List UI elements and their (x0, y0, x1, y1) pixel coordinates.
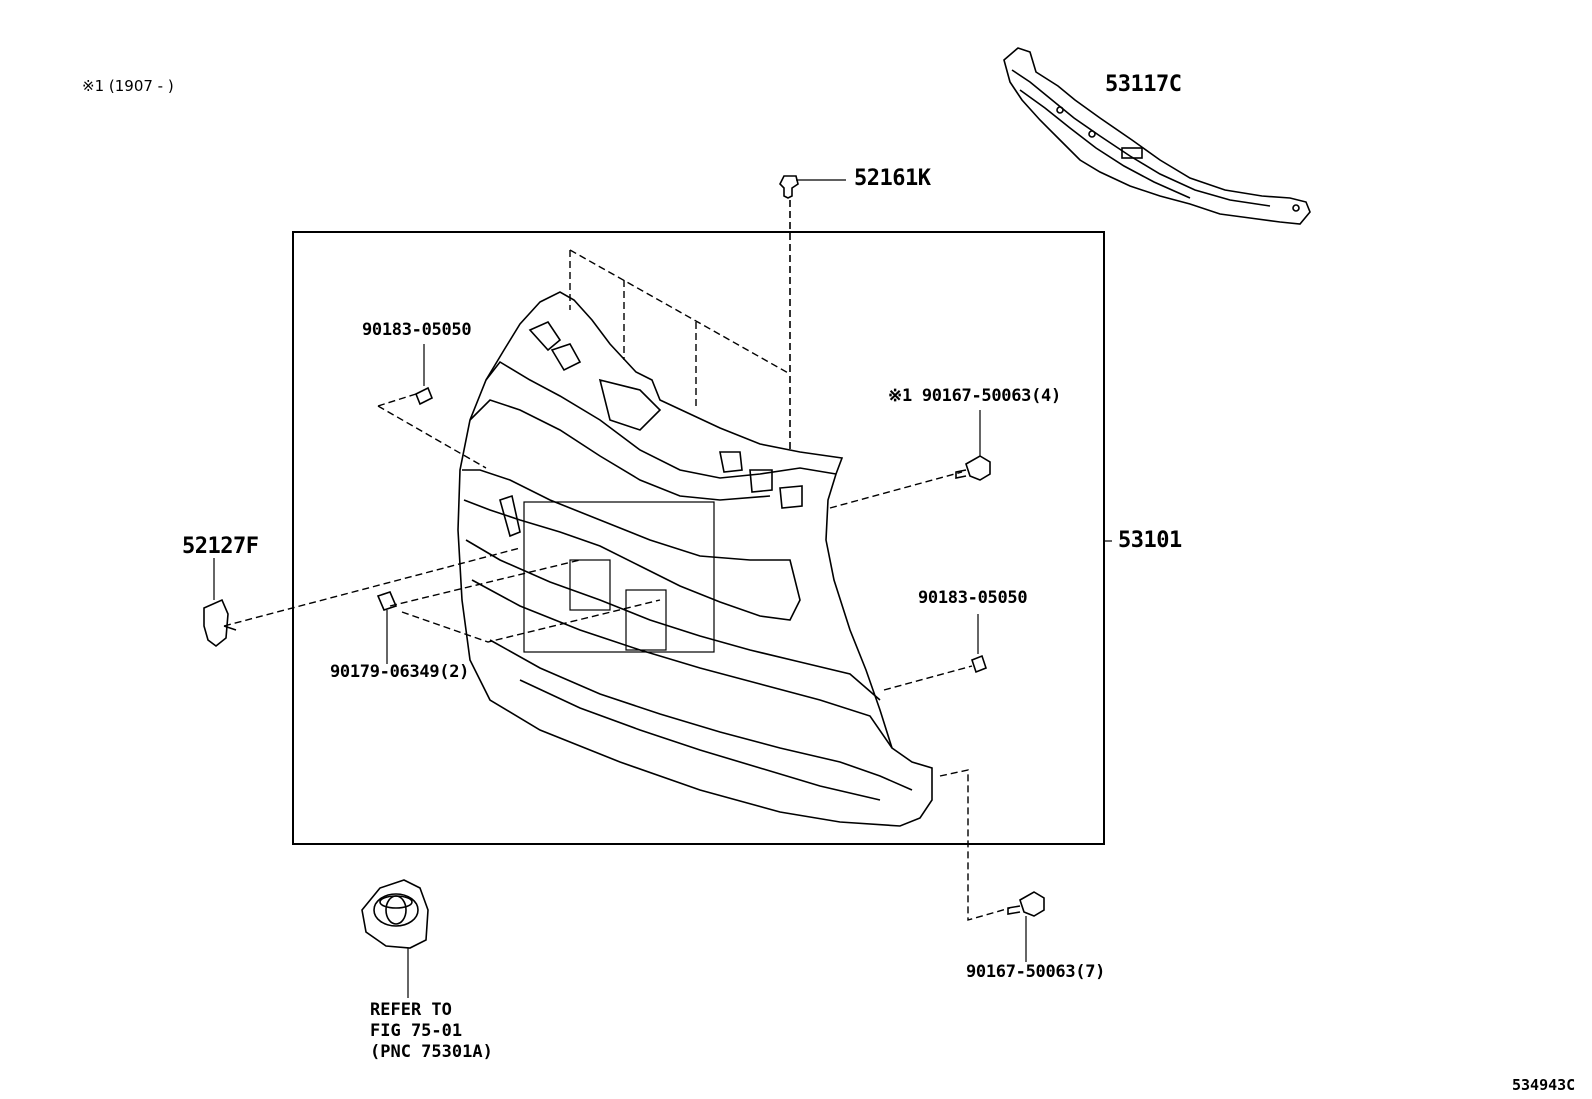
label-52161k[interactable]: 52161K (854, 166, 931, 191)
grille-53101-drawing (457, 291, 933, 827)
screw-90167-7-drawing (1007, 891, 1045, 962)
label-52127f[interactable]: 52127F (182, 534, 259, 559)
label-90183-05050-right[interactable]: 90183-05050 (918, 588, 1028, 608)
clip-52161k-drawing (779, 175, 846, 450)
retainer-90179-drawing (376, 591, 398, 664)
cover-52127f-drawing (203, 558, 237, 648)
clip-90183-right-drawing (971, 614, 987, 674)
guide-lines (223, 249, 1011, 921)
applicability-note: ※1 (1907 - ) (82, 77, 174, 95)
assembly-frame (292, 231, 1105, 845)
label-53117c[interactable]: 53117C (1105, 72, 1182, 97)
reference-line-2: FIG 75-01 (370, 1021, 463, 1041)
label-90183-05050-top[interactable]: 90183-05050 (362, 320, 472, 340)
emblem-drawing (361, 879, 429, 998)
label-53101[interactable]: 53101 (1118, 528, 1182, 553)
label-90179-06349[interactable]: 90179-06349(2) (330, 662, 470, 682)
label-90167-50063-7[interactable]: 90167-50063(7) (966, 962, 1106, 982)
reference-line-3: (PNC 75301A) (370, 1042, 493, 1062)
reference-line-1: REFER TO (370, 1000, 452, 1020)
clip-90183-top-drawing (414, 344, 434, 406)
diagram-id: 534943C (1512, 1076, 1576, 1094)
label-90167-50063-4[interactable]: ※1 90167-50063(4) (888, 386, 1061, 406)
reinforcement-53117c-drawing (1003, 47, 1311, 225)
screw-90167-4-drawing (955, 410, 991, 481)
